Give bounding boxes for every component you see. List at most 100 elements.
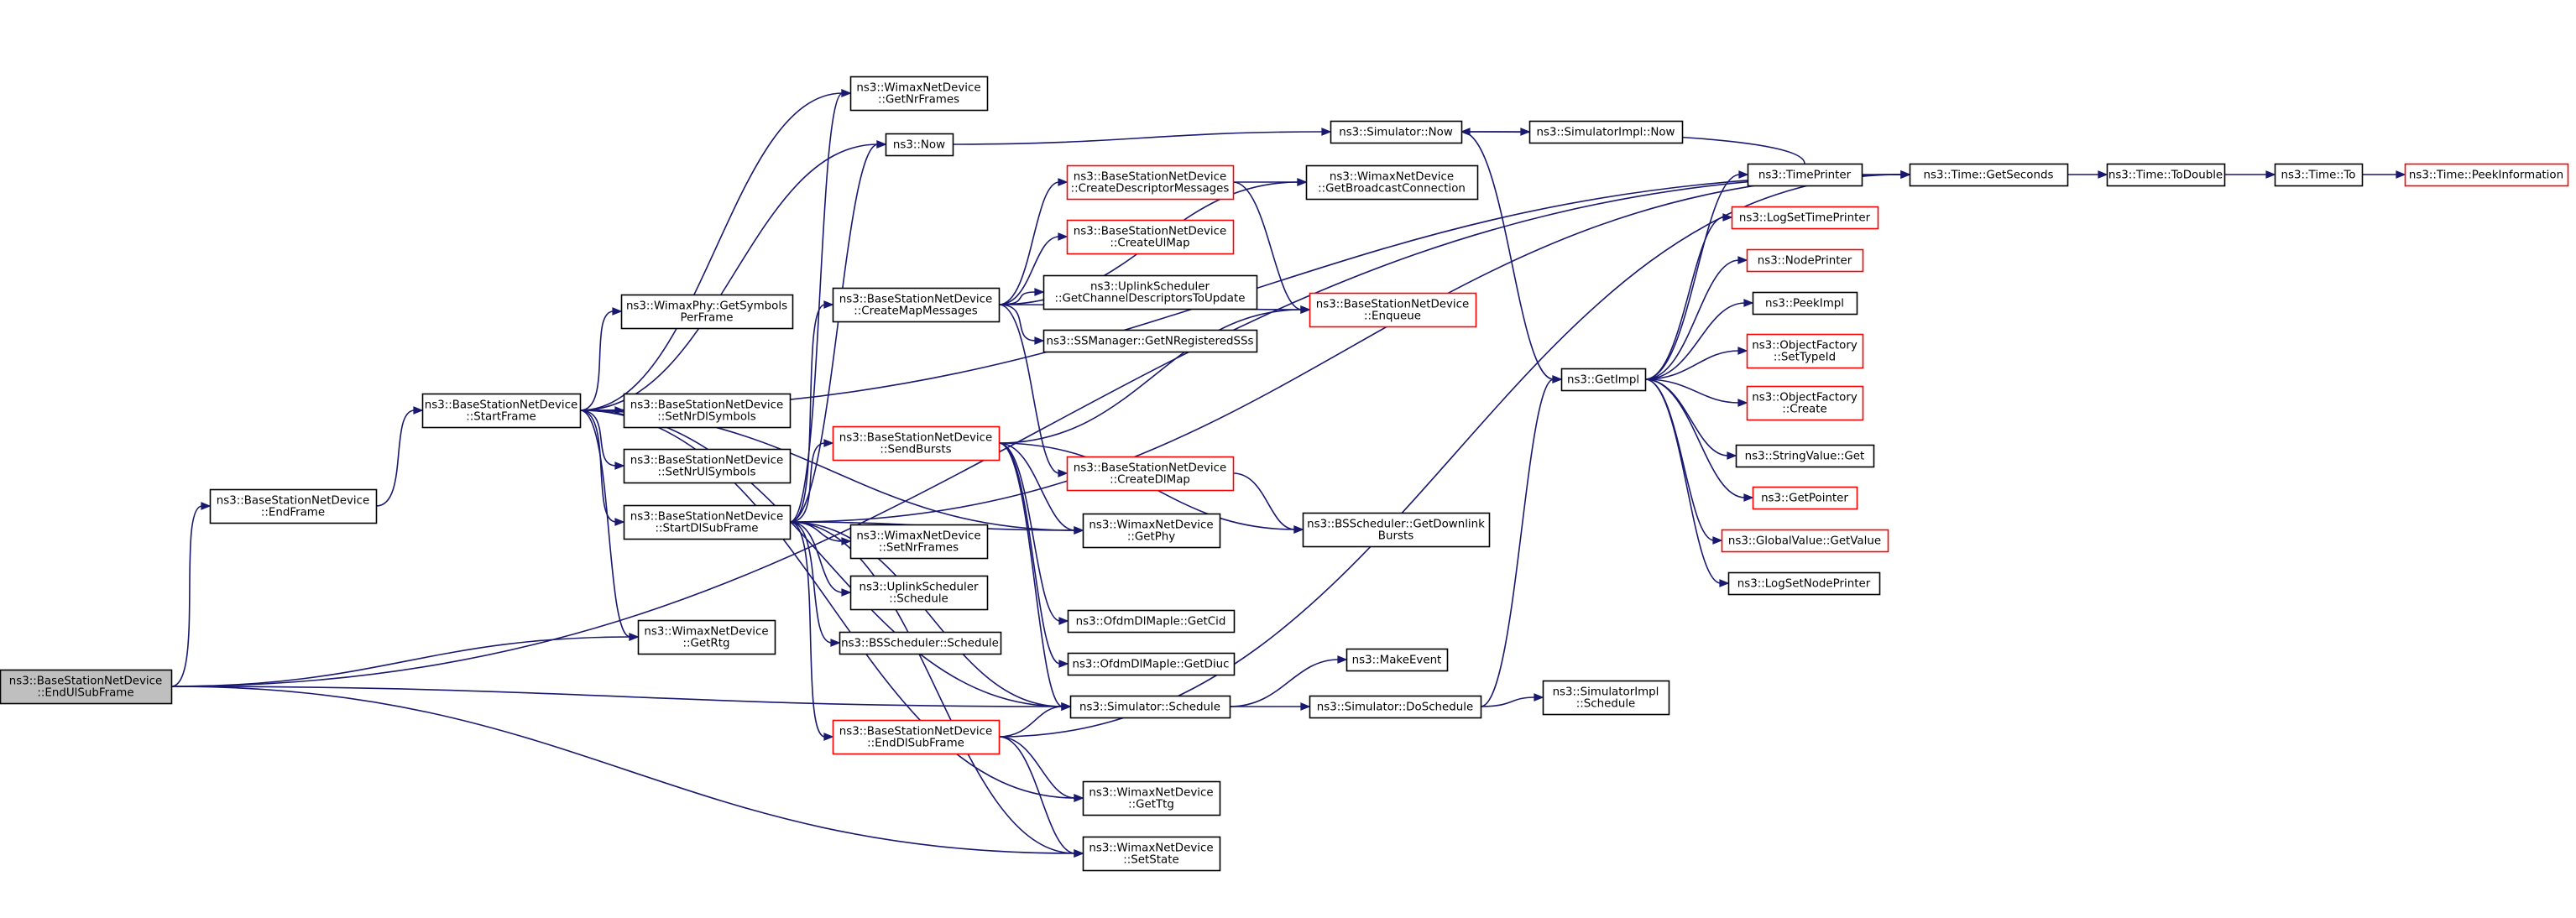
arrowhead-icon	[841, 588, 852, 597]
node-label: ns3::BaseStationNetDevice	[630, 455, 784, 467]
node-label: ns3::BaseStationNetDevice	[425, 399, 578, 412]
edge-startdlsubframe-to-setstate	[789, 521, 1076, 854]
edge-startframe-to-setnrulsymbols	[579, 409, 617, 467]
node-label: ns3::WimaxNetDevice	[1089, 842, 1213, 855]
edge-startframe-to-startdlsubframe	[579, 409, 617, 523]
node-box	[1067, 652, 1236, 676]
node-makeevent[interactable]: ns3::MakeEvent	[1345, 648, 1449, 672]
edge-doschedule-to-getimpl	[1480, 378, 1554, 707]
node-nodeprinter[interactable]: ns3::NodePrinter	[1746, 248, 1864, 273]
arrowhead-icon	[823, 733, 834, 741]
node-getnrframes[interactable]: ns3::WimaxNetDevice::GetNrFrames	[849, 76, 989, 112]
node-simimplschedule[interactable]: ns3::SimulatorImpl::Schedule	[1542, 680, 1670, 716]
node-getttg[interactable]: ns3::WimaxNetDevice::GetTtg	[1082, 780, 1221, 816]
edge-getimpl-to-logsetnodeprinter	[1644, 378, 1722, 584]
node-peekinformation[interactable]: ns3::Time::PeekInformation	[2404, 163, 2569, 187]
node-label: ::GetRtg	[683, 638, 730, 650]
node-getphy[interactable]: ns3::WimaxNetDevice::GetPhy	[1082, 513, 1221, 549]
edge-startdlsubframe-to-getnrframes	[789, 92, 844, 523]
node-box	[1909, 163, 2069, 187]
node-box	[1302, 512, 1491, 548]
arrowhead-icon	[1074, 794, 1084, 802]
node-uplinkschedule[interactable]: ns3::UplinkScheduler::Schedule	[849, 575, 989, 611]
node-settypeid[interactable]: ns3::ObjectFactory::SetTypeId	[1746, 333, 1864, 369]
node-box	[2404, 163, 2569, 187]
arrowhead-icon	[1552, 375, 1563, 383]
node-box	[1528, 120, 1684, 144]
node-box	[1735, 444, 1875, 468]
node-peekimpl[interactable]: ns3::PeekImpl	[1752, 291, 1858, 316]
edge-startdlsubframe-to-enddlsubframe	[789, 521, 826, 738]
node-getseconds[interactable]: ns3::Time::GetSeconds	[1909, 163, 2069, 187]
node-label: ::SetNrFrames	[879, 542, 959, 555]
node-createdlmap[interactable]: ns3::BaseStationNetDevice::CreateDlMap	[1066, 456, 1235, 492]
node-getcid[interactable]: ns3::OfdmDlMapIe::GetCid	[1067, 609, 1236, 634]
node-createmapmessages[interactable]: ns3::BaseStationNetDevice::CreateMapMess…	[832, 287, 1001, 323]
node-timeprinter[interactable]: ns3::TimePrinter	[1747, 163, 1863, 187]
node-logsettimeprinter[interactable]: ns3::LogSetTimePrinter	[1731, 206, 1879, 230]
node-bsschedule[interactable]: ns3::BSScheduler::Schedule	[839, 631, 1002, 655]
node-getchanneldescriptors[interactable]: ns3::UplinkScheduler::GetChannelDescript…	[1042, 274, 1258, 310]
node-box	[620, 294, 794, 330]
node-box	[839, 631, 1002, 655]
node-label: ::EndDlSubFrame	[867, 738, 964, 750]
node-getimpl[interactable]: ns3::GetImpl	[1560, 368, 1647, 392]
node-ofcreate[interactable]: ns3::ObjectFactory::Create	[1746, 385, 1864, 421]
arrowhead-icon	[1460, 128, 1471, 136]
node-setnrframes[interactable]: ns3::WimaxNetDevice::SetNrFrames	[849, 524, 989, 560]
arrowhead-icon	[1034, 336, 1045, 345]
node-getnregisteredsss[interactable]: ns3::SSManager::GetNRegisteredSSs	[1042, 329, 1258, 353]
node-stringvalueget[interactable]: ns3::StringValue::Get	[1735, 444, 1875, 468]
node-label: ::GetPhy	[1127, 531, 1175, 544]
node-getdiuc[interactable]: ns3::OfdmDlMapIe::GetDiuc	[1067, 652, 1236, 676]
edge-getimpl-to-ofcreate	[1644, 378, 1740, 404]
arrowhead-icon	[1058, 232, 1069, 241]
node-simschedule[interactable]: ns3::Simulator::Schedule	[1069, 695, 1231, 719]
edge-createmapmessages-to-getnregisteredsss	[998, 304, 1037, 342]
arrowhead-icon	[1727, 451, 1737, 460]
node-sendbursts[interactable]: ns3::BaseStationNetDevice::SendBursts	[832, 425, 1001, 462]
node-endulsubframe[interactable]: ns3::BaseStationNetDevice::EndUlSubFrame	[0, 669, 173, 705]
node-getrtg[interactable]: ns3::WimaxNetDevice::GetRtg	[637, 619, 776, 655]
node-globalvalueget[interactable]: ns3::GlobalValue::GetValue	[1721, 529, 1889, 553]
node-getpointer[interactable]: ns3::GetPointer	[1752, 486, 1858, 510]
node-doschedule[interactable]: ns3::Simulator::DoSchedule	[1309, 695, 1482, 719]
node-enddlsubframe[interactable]: ns3::BaseStationNetDevice::EndDlSubFrame	[832, 719, 1001, 755]
node-box	[1731, 206, 1879, 230]
node-createdescriptormessages[interactable]: ns3::BaseStationNetDevice::CreateDescrip…	[1066, 164, 1235, 201]
edge-enddlsubframe-to-simschedule	[998, 706, 1063, 738]
node-label: ::GetNrFrames	[878, 94, 959, 107]
node-simimplnow[interactable]: ns3::SimulatorImpl::Now	[1528, 120, 1684, 144]
node-box	[1727, 571, 1881, 596]
node-createulmap[interactable]: ns3::BaseStationNetDevice::CreateUlMap	[1066, 219, 1235, 255]
node-startframe[interactable]: ns3::BaseStationNetDevice::StartFrame	[421, 393, 582, 429]
arrowhead-icon	[1058, 178, 1069, 186]
edge-createmapmessages-to-createulmap	[998, 236, 1060, 305]
node-startdlsubframe[interactable]: ns3::BaseStationNetDevice::StartDlSubFra…	[623, 504, 792, 540]
node-simnow[interactable]: ns3::Simulator::Now	[1330, 120, 1463, 144]
node-label: ns3::WimaxNetDevice	[856, 82, 980, 95]
node-setstate[interactable]: ns3::WimaxNetDevice::SetState	[1082, 836, 1221, 872]
node-enqueue[interactable]: ns3::BaseStationNetDevice::Enqueue	[1309, 292, 1477, 328]
node-now[interactable]: ns3::Now	[885, 133, 954, 157]
node-endframe[interactable]: ns3::BaseStationNetDevice::EndFrame	[209, 488, 378, 524]
edge-endulsubframe-to-getrtg	[170, 636, 631, 687]
node-timeto[interactable]: ns3::Time::To	[2274, 163, 2364, 187]
arrowhead-icon	[1058, 617, 1069, 625]
node-todouble[interactable]: ns3::Time::ToDouble	[2106, 163, 2226, 187]
node-box	[421, 393, 582, 429]
node-label: ::CreateDescriptorMessages	[1071, 183, 1230, 196]
node-setnrulsymbols[interactable]: ns3::BaseStationNetDevice::SetNrUlSymbol…	[623, 448, 792, 484]
nodes-layer: ns3::BaseStationNetDevice::EndUlSubFrame…	[0, 76, 2569, 872]
node-box	[1746, 333, 1864, 369]
node-getbroadcastconnection[interactable]: ns3::WimaxNetDevice::GetBroadcastConnect…	[1305, 164, 1479, 201]
node-logsetnodeprinter[interactable]: ns3::LogSetNodePrinter	[1727, 571, 1881, 596]
node-box	[1066, 164, 1235, 201]
node-setnrdlsymbols[interactable]: ns3::BaseStationNetDevice::SetNrDlSymbol…	[623, 393, 792, 429]
edge-now-to-simnow	[952, 131, 1324, 145]
edge-getimpl-to-logsettimeprinter	[1644, 216, 1725, 380]
node-box	[849, 524, 989, 560]
